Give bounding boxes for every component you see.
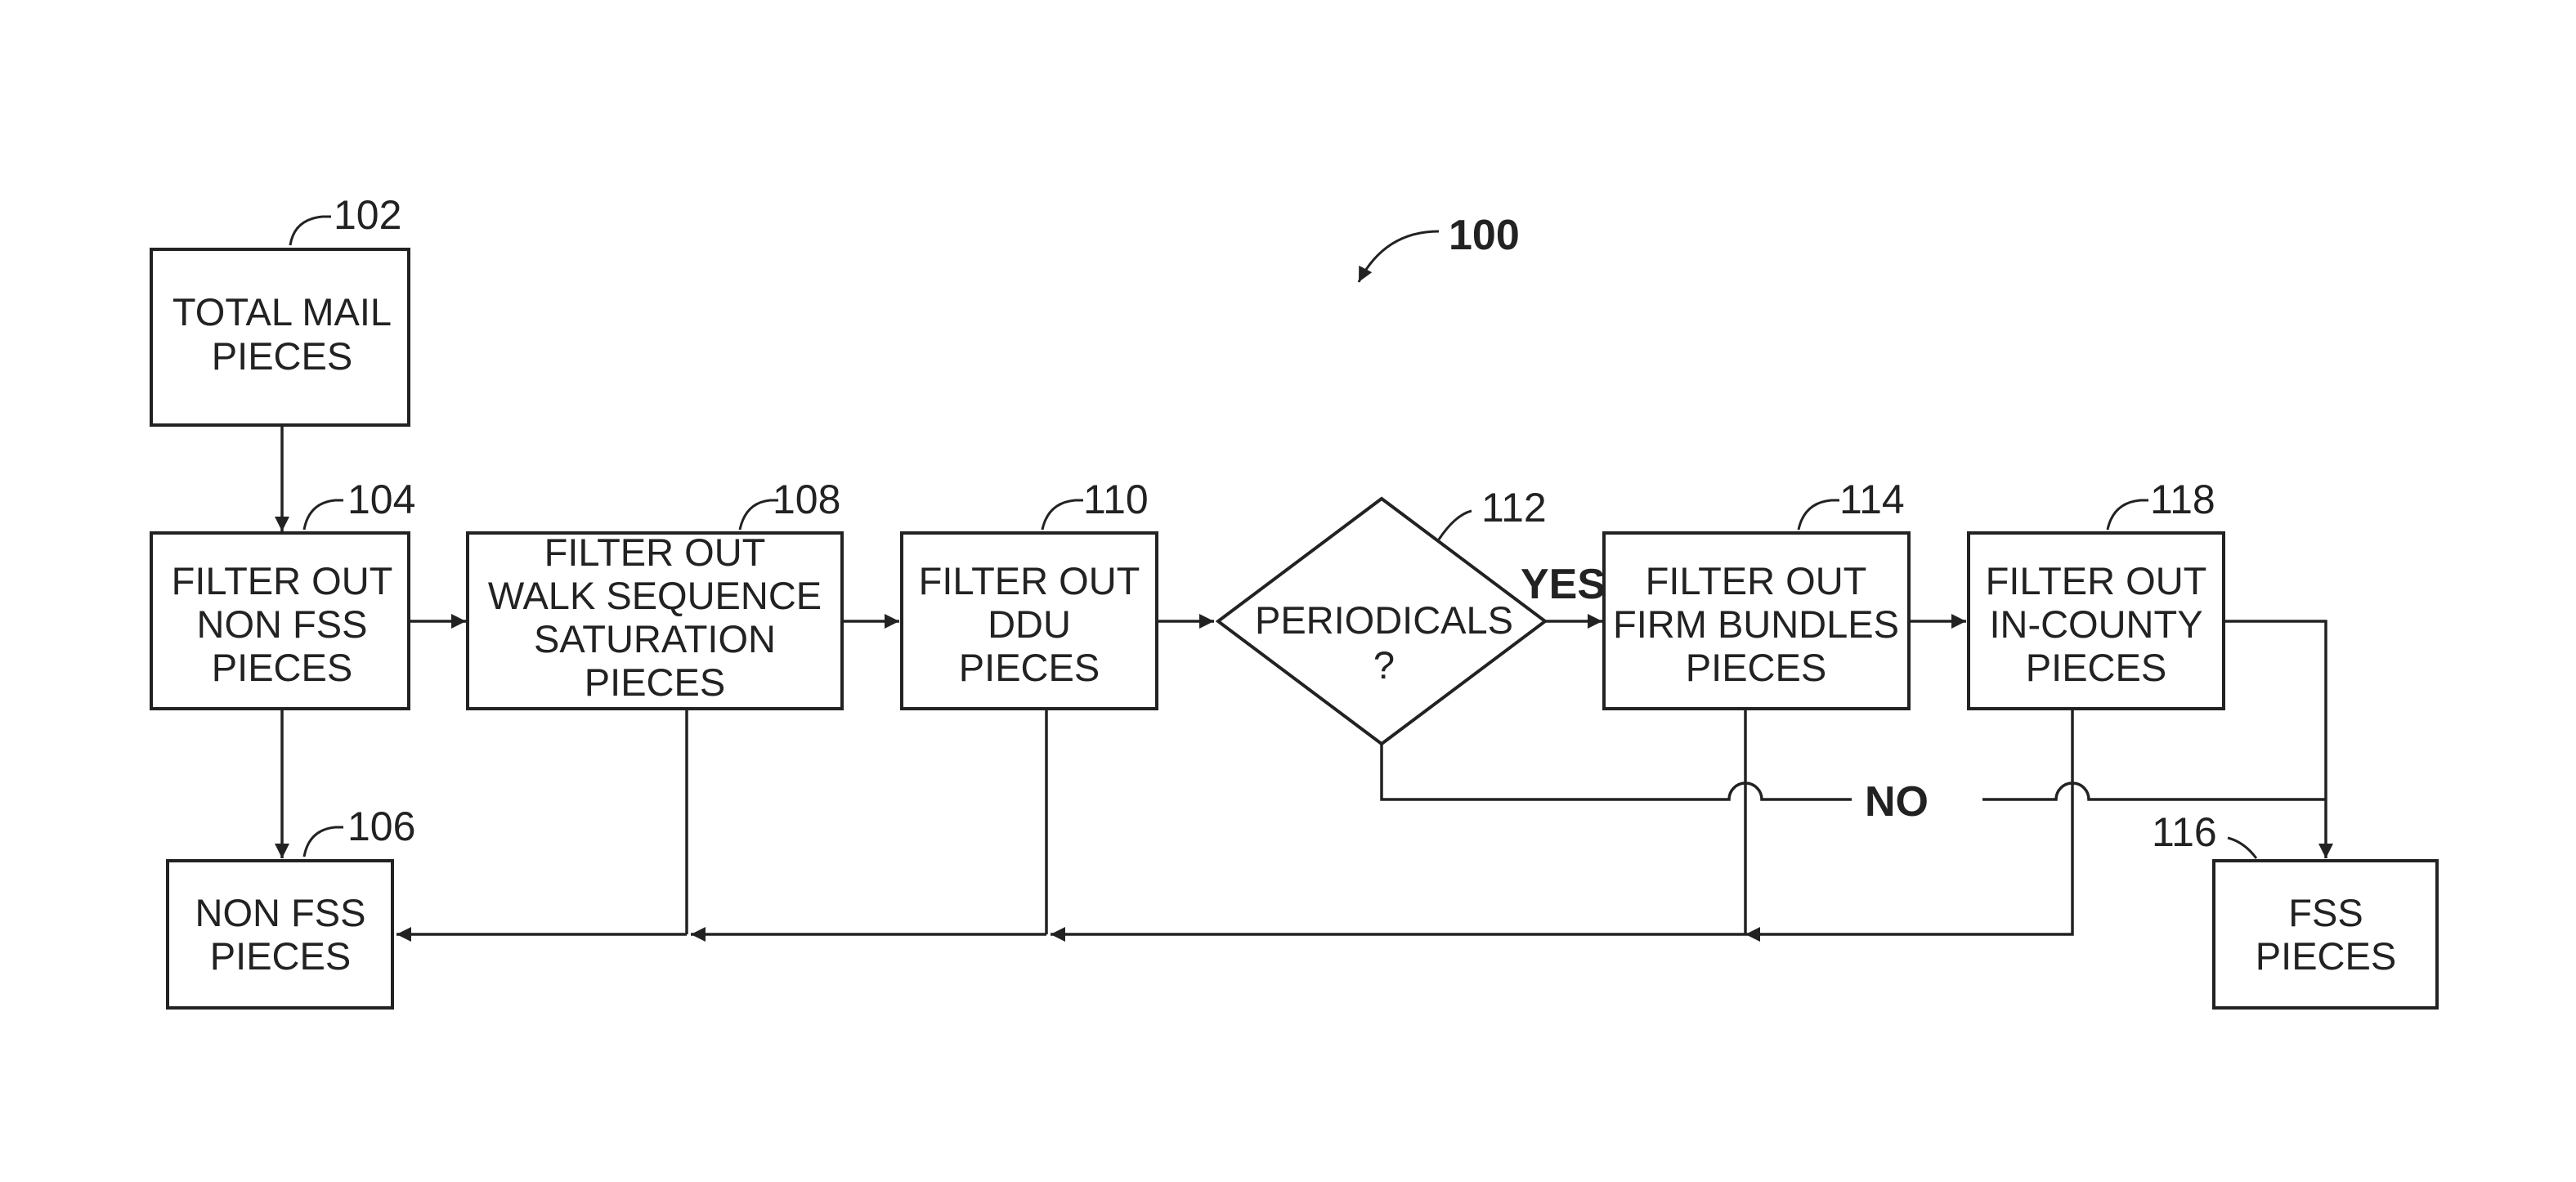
ref-label-112: 112: [1481, 485, 1547, 531]
ref-leader-104: [304, 500, 343, 530]
node-108-filter-out-walk-sequence: FILTER OUT WALK SEQUENCE SATURATION PIEC…: [468, 531, 842, 709]
node-text: PERIODICALS: [1255, 598, 1513, 642]
figure-ref-label: 100: [1449, 212, 1520, 259]
figure-ref-arrow: [1359, 231, 1439, 282]
node-text: FILTER OUT: [919, 559, 1140, 602]
edge-label-no: NO: [1865, 778, 1929, 826]
node-text: TOTAL MAIL: [172, 290, 392, 334]
node-text: IN-COUNTY: [1989, 602, 2202, 646]
node-text: ?: [1373, 643, 1395, 687]
ref-leader-114: [1799, 500, 1839, 530]
node-text: NON FSS: [195, 891, 366, 934]
node-118-filter-out-in-county: FILTER OUT IN-COUNTY PIECES: [1969, 533, 2224, 709]
node-text: FILTER OUT: [1646, 559, 1867, 602]
node-text: NON FSS: [197, 602, 368, 646]
node-text: DDU: [988, 602, 1071, 646]
ref-leader-116: [2228, 838, 2256, 858]
node-text: PIECES: [1686, 646, 1826, 689]
node-114-filter-out-firm-bundles: FILTER OUT FIRM BUNDLES PIECES: [1604, 533, 1909, 709]
node-102-total-mail-pieces: TOTAL MAIL PIECES: [151, 249, 409, 425]
node-text: SATURATION: [534, 617, 776, 660]
node-110-filter-out-ddu: FILTER OUT DDU PIECES: [902, 533, 1157, 709]
node-text: PIECES: [959, 646, 1100, 689]
edge-112-116-no: [1382, 744, 2326, 799]
node-text: FILTER OUT: [544, 531, 766, 574]
ref-leader-110: [1042, 500, 1083, 530]
node-text: WALK SEQUENCE: [488, 574, 822, 617]
ref-label-110: 110: [1083, 477, 1149, 522]
ref-label-116: 116: [2152, 809, 2217, 855]
ref-label-114: 114: [1839, 477, 1905, 522]
node-text: PIECES: [2256, 934, 2396, 978]
ref-label-106: 106: [347, 804, 415, 849]
ref-leader-106: [304, 827, 343, 857]
edge-label-yes: YES: [1521, 561, 1606, 608]
node-text: FSS: [2288, 891, 2363, 934]
node-116-fss-pieces: FSS PIECES: [2214, 861, 2437, 1008]
ref-label-102: 102: [334, 192, 401, 238]
node-text: FILTER OUT: [1986, 559, 2207, 602]
ref-leader-102: [290, 217, 331, 245]
node-106-non-fss-pieces: NON FSS PIECES: [168, 861, 392, 1008]
ref-label-108: 108: [773, 477, 840, 522]
node-text: PIECES: [212, 646, 352, 689]
node-text: PIECES: [212, 334, 352, 378]
node-text: PIECES: [2026, 646, 2166, 689]
node-112-periodicals-decision: PERIODICALS ?: [1218, 499, 1545, 744]
node-text: FIRM BUNDLES: [1613, 602, 1899, 646]
node-text: FILTER OUT: [172, 559, 393, 602]
node-text: PIECES: [585, 660, 725, 704]
ref-label-104: 104: [347, 477, 415, 522]
edge-118-116: [2224, 621, 2326, 858]
node-104-filter-out-non-fss: FILTER OUT NON FSS PIECES: [151, 533, 409, 709]
ref-leader-112: [1439, 511, 1472, 540]
ref-leader-118: [2108, 500, 2148, 530]
node-text: PIECES: [210, 934, 351, 978]
ref-label-118: 118: [2150, 477, 2215, 522]
